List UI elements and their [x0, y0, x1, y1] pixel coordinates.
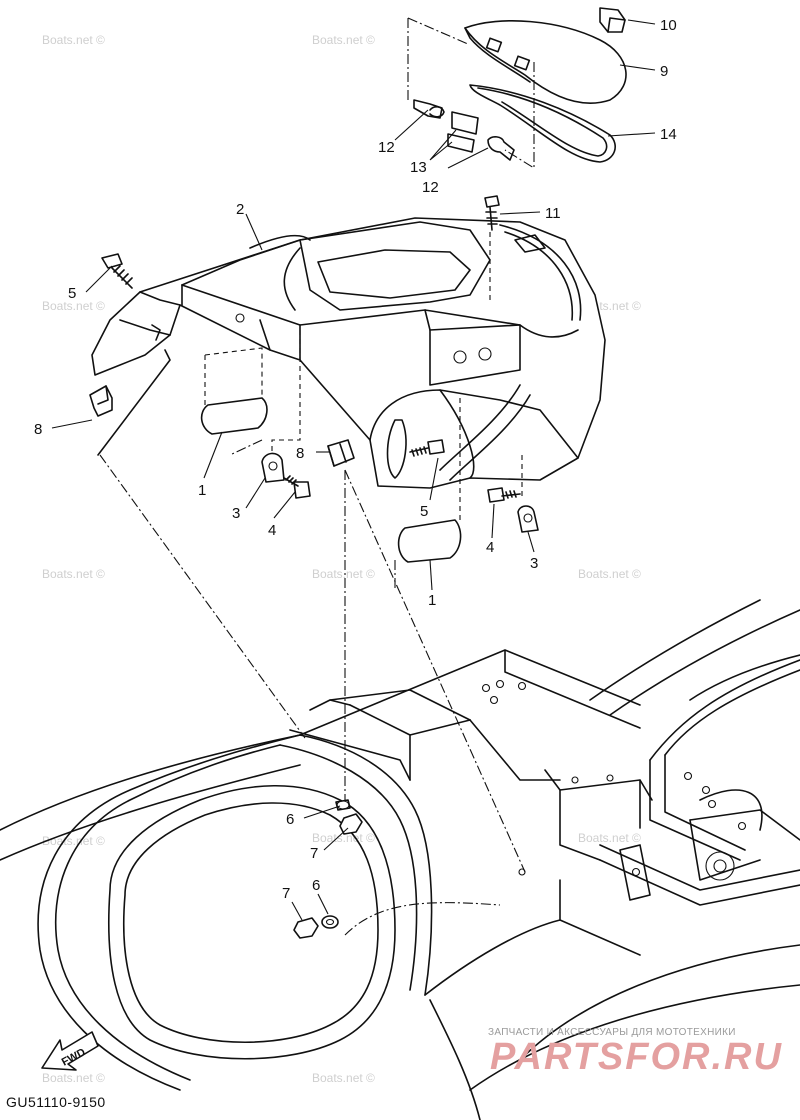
callout-8: 8 — [296, 445, 304, 462]
shop-logo: PARTSFOR.RU — [490, 1036, 783, 1078]
diagram-code: GU51110-9150 — [6, 1094, 106, 1110]
watermark: Boats.net © — [312, 1071, 375, 1085]
main-cover — [91, 217, 606, 489]
callout-5: 5 — [68, 285, 76, 302]
callout-1: 1 — [428, 592, 436, 609]
callout-11: 11 — [545, 205, 561, 222]
callout-6: 6 — [312, 877, 320, 894]
callout-3: 3 — [530, 555, 538, 572]
callout-7: 7 — [310, 845, 318, 862]
callout-1: 1 — [198, 482, 206, 499]
watermark: Boats.net © — [42, 33, 105, 47]
callout-2: 2 — [236, 201, 244, 218]
callout-14: 14 — [660, 126, 677, 143]
callout-6: 6 — [286, 811, 294, 828]
watermark: Boats.net © — [42, 299, 105, 313]
callout-5: 5 — [420, 503, 428, 520]
hull-deck — [0, 599, 800, 1120]
callout-9: 9 — [660, 63, 668, 80]
callout-12: 12 — [422, 179, 439, 196]
watermark: Boats.net © — [312, 831, 375, 845]
callout-8: 8 — [34, 421, 42, 438]
shop-tagline: ЗАПЧАСТИ И АКСЕССУАРЫ ДЛЯ МОТОТЕХНИКИ — [488, 1027, 736, 1038]
small-parts — [89, 232, 539, 939]
callout-4: 4 — [268, 522, 276, 539]
callout-4: 4 — [486, 539, 494, 556]
callout-numbers: 10 9 14 11 12 13 12 2 5 8 1 3 4 8 5 4 3 … — [34, 17, 677, 902]
callout-13: 13 — [410, 159, 427, 176]
callout-12: 12 — [378, 139, 395, 156]
top-parts — [407, 7, 627, 231]
watermark: Boats.net © — [312, 567, 375, 581]
watermark: Boats.net © — [578, 567, 641, 581]
fwd-arrow-icon: FWD — [41, 1031, 99, 1071]
watermark: Boats.net © — [578, 831, 641, 845]
watermark: Boats.net © — [42, 1071, 105, 1085]
watermark: Boats.net © — [312, 33, 375, 47]
leader-lines — [51, 19, 656, 921]
callout-10: 10 — [660, 17, 677, 34]
callout-7: 7 — [282, 885, 290, 902]
callout-3: 3 — [232, 505, 240, 522]
watermark: Boats.net © — [42, 834, 105, 848]
watermarks: Boats.net © Boats.net © Boats.net © Boat… — [42, 33, 641, 1085]
watermark: Boats.net © — [42, 567, 105, 581]
